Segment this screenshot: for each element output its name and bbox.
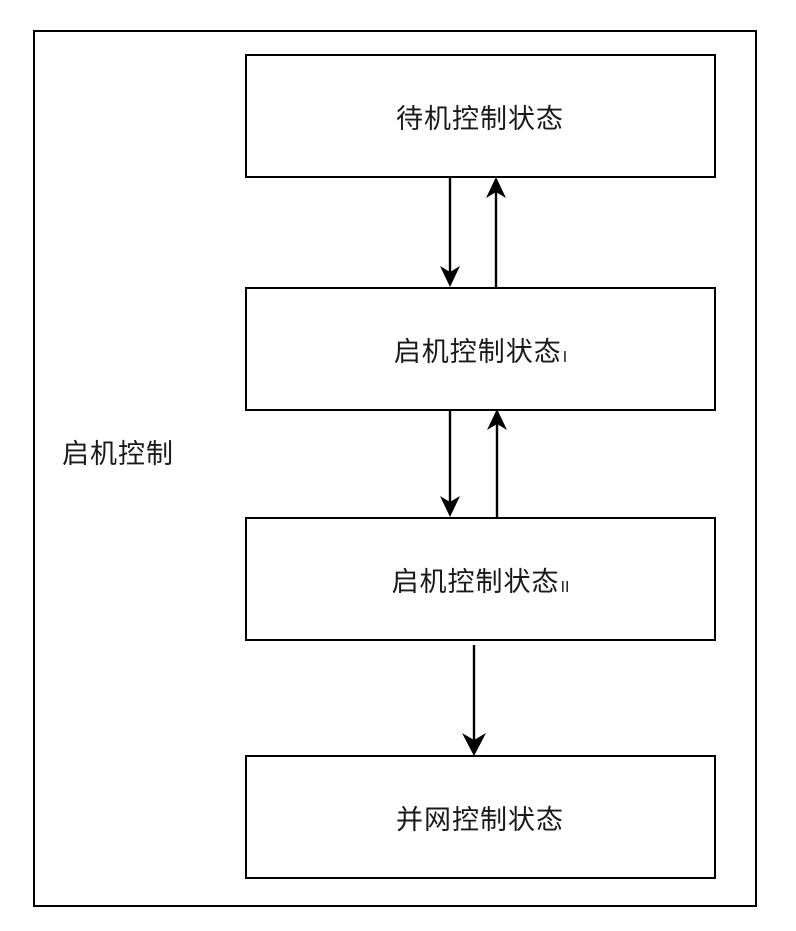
state-box-grid[interactable]: 并网控制状态 bbox=[245, 755, 716, 879]
module-label: 启机控制 bbox=[62, 439, 174, 470]
state-box-standby-label: 待机控制状态 bbox=[396, 103, 564, 135]
state-box-standby[interactable]: 待机控制状态 bbox=[245, 54, 716, 178]
state-box-grid-label: 并网控制状态 bbox=[396, 804, 564, 836]
state-box-startup-two-suffix: II bbox=[560, 577, 570, 596]
state-box-startup-one-suffix: I bbox=[562, 347, 568, 366]
